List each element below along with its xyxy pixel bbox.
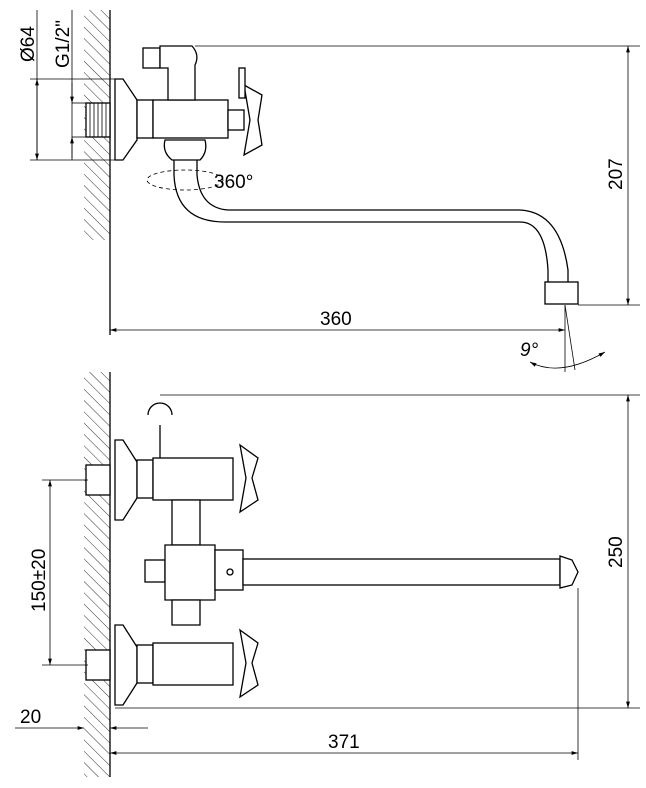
dim-center-distance: 150±20	[29, 549, 50, 612]
dim-height-250: 250	[606, 536, 627, 568]
lower-flange	[114, 624, 138, 706]
cross-handle	[243, 83, 263, 157]
front-view: 250 150±20 20 371	[15, 372, 640, 777]
dim-offset-20: 20	[20, 707, 41, 728]
flange	[114, 78, 138, 161]
lower-cross-handle	[239, 628, 259, 699]
top-view: 207 360 9° Ø64 G1/2" 360°	[18, 10, 640, 372]
swivel-nut	[163, 139, 207, 161]
inlet-elbow	[159, 45, 198, 101]
dim-angle-9: 9°	[520, 340, 539, 361]
upper-flange	[114, 439, 138, 521]
dim-swivel-360: 360°	[214, 172, 253, 193]
wall-hatch-front	[84, 372, 110, 777]
valve-body	[152, 99, 229, 139]
aerator	[544, 281, 579, 305]
dim-flange-diameter: Ø64	[18, 26, 39, 62]
rotation-ellipse	[146, 169, 224, 191]
dim-reach-371: 371	[328, 732, 360, 753]
spout-front	[242, 558, 561, 586]
spout-outer	[173, 160, 549, 283]
dim-reach-360: 360	[320, 309, 352, 330]
diverter-body	[164, 544, 216, 601]
shower-holder	[147, 402, 173, 416]
upper-cross-handle	[239, 443, 259, 514]
dim-height-207: 207	[606, 158, 627, 190]
dim-thread: G1/2"	[53, 20, 74, 68]
